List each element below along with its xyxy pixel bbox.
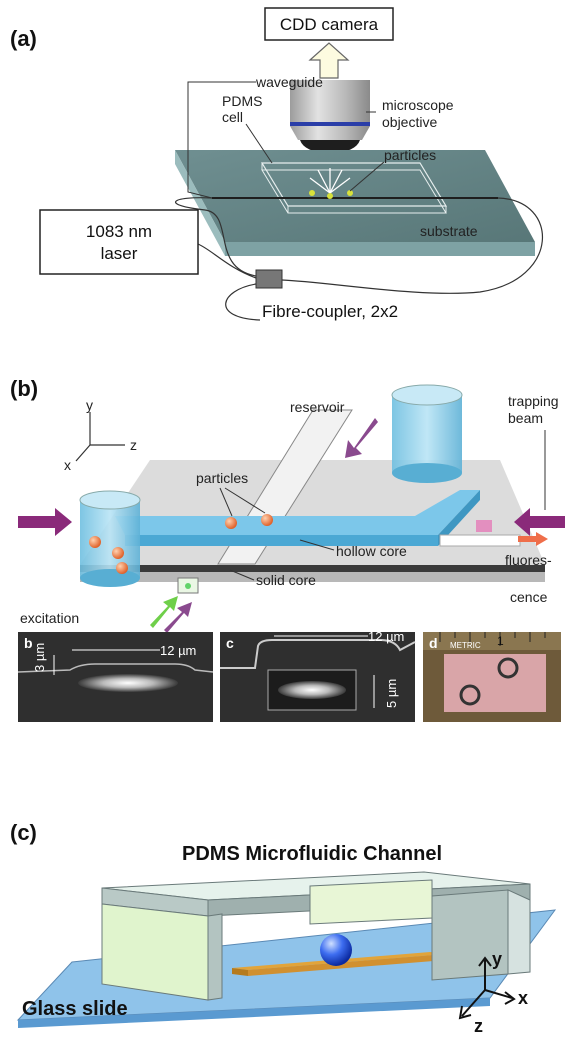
dim-3um: 3 µm (32, 643, 47, 672)
solid-core-label: solid core (256, 572, 316, 588)
panel-c-microfluidic-channel: (c) PDMS Microfluidic Channel Glass slid… (0, 800, 570, 1050)
panel-a-diagram: (a) CDD camera wav (10, 7, 544, 321)
right-reservoir (391, 384, 463, 483)
panel-a-label: (a) (10, 26, 37, 51)
particles-leaders-b (219, 487, 266, 517)
microscope-label-line1: microscope (382, 97, 454, 113)
particles-leader (349, 161, 385, 192)
optical-fibres (174, 197, 544, 321)
dim-5um: 5 µm (384, 679, 399, 708)
axes-b (75, 412, 125, 462)
particles-beads (89, 514, 273, 574)
pdms-label-line2: cell (222, 109, 243, 125)
reservoir-label: reservoir (290, 399, 345, 415)
pdms-leader (245, 123, 273, 164)
laser-label-line2: laser (101, 244, 138, 263)
trapping-label-line2: beam (508, 410, 543, 426)
axis-z-c: z (474, 1016, 483, 1036)
light-arrow-icon (308, 42, 350, 79)
substrate-label: substrate (420, 223, 478, 239)
particles-dots (309, 190, 353, 199)
left-input-arrow-icon (18, 508, 72, 536)
hollow-leader (299, 539, 335, 551)
core-exit (439, 534, 521, 547)
hollow-core-label: hollow core (336, 543, 407, 559)
panel-c-label: (c) (10, 820, 37, 845)
dim-12um-c: 12 µm (368, 629, 404, 644)
glass-slide-label: Glass slide (22, 998, 128, 1020)
waveguide-label: waveguide (255, 74, 323, 90)
hollow-core-channel (115, 490, 480, 546)
trapping-label-line1: trapping (508, 393, 559, 409)
camera-box (264, 7, 394, 41)
panel-c-diagram: (c) PDMS Microfluidic Channel Glass slid… (10, 820, 557, 1036)
micrograph-c-letter: c (226, 635, 234, 651)
pdms-label-line1: PDMS (222, 93, 262, 109)
fibre-coupler-icon (255, 269, 283, 289)
fluorescence-label-line1: fluores- (505, 552, 552, 568)
dim-12um-b: 12 µm (160, 643, 196, 658)
solid-leader (229, 569, 255, 581)
fluorescence-spot (476, 520, 492, 532)
beam-arrows (18, 418, 565, 633)
excitation-label: excitation (20, 610, 79, 626)
pdms-structure (101, 871, 531, 1001)
micrograph-b: b 3 µm 12 µm (17, 632, 214, 722)
panel-a-optical-trapping-setup: (a) CDD camera wav (0, 0, 570, 340)
laser-label-line1: 1083 nm (86, 222, 152, 241)
left-reservoir (79, 490, 141, 587)
panel-c-title: PDMS Microfluidic Channel (182, 843, 442, 865)
axis-z-b: z (130, 437, 137, 453)
fluorescence-arrow-icon (518, 532, 548, 546)
axis-y-b: y (86, 397, 93, 413)
particle-sphere (320, 934, 352, 966)
panel-b-diagram: (b) (10, 376, 565, 722)
laser-box (39, 209, 199, 275)
coupler-label: Fibre-coupler, 2x2 (262, 302, 398, 321)
ruler-metric: METRIC (450, 641, 481, 650)
photo-d: d METRIC 1 (423, 632, 561, 722)
axis-y-c: y (492, 949, 502, 969)
axis-x-b: x (64, 457, 71, 473)
microscope-label-line2: objective (382, 114, 437, 130)
ruler-one: 1 (497, 634, 504, 648)
panel-b-label: (b) (10, 376, 38, 401)
excitation-purple-arrow-icon (164, 602, 192, 633)
camera-label: CDD camera (280, 15, 379, 34)
scatter-arrows (309, 168, 351, 194)
reservoir-arrow-icon (345, 418, 378, 458)
micrograph-c: c 12 µm 5 µm (220, 629, 416, 722)
microscope-objective-icon (290, 80, 370, 154)
particles-label-b: particles (196, 470, 248, 486)
panel-b-arrow-chip: (b) (0, 350, 570, 790)
substrate-slab (175, 150, 535, 256)
fluorescence-label-line2: cence (510, 589, 548, 605)
axes-c (458, 956, 516, 1020)
photo-d-letter: d (429, 635, 438, 651)
excitation-spot (185, 583, 191, 589)
waveguide-leader (187, 81, 256, 199)
trapping-beam-arrow-icon (514, 508, 565, 536)
excitation-green-arrow-icon (150, 596, 178, 628)
micrograph-b-letter: b (24, 635, 33, 651)
axis-x-c: x (518, 988, 528, 1008)
particles-label: particles (384, 147, 436, 163)
